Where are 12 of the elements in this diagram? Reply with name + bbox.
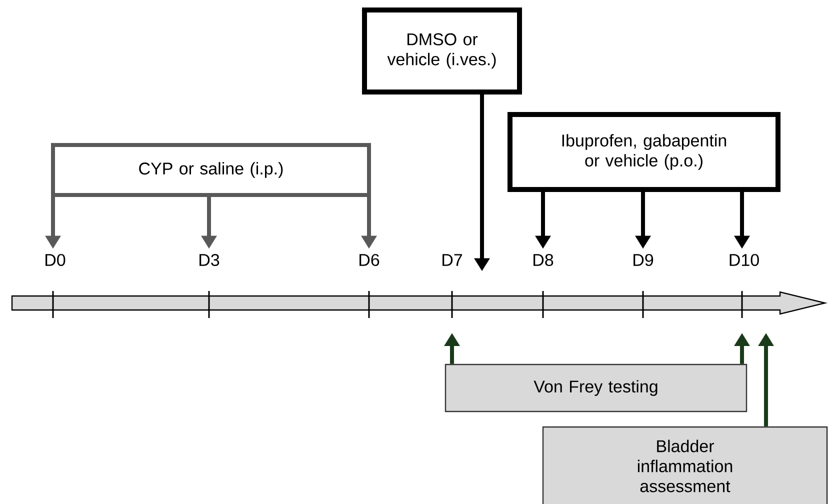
day-label: D0 <box>46 254 66 266</box>
treatment-box: DMSO or vehicle (i.ves.) <box>362 8 522 94</box>
day-label: D7 <box>442 254 462 266</box>
day-label: D8 <box>534 254 554 266</box>
measurement-box: Bladder inflammation assessment <box>542 426 828 504</box>
measurement-box: Von Frey testing <box>444 364 748 412</box>
treatment-box: CYP or saline (i.p.) <box>51 143 371 197</box>
day-label: D6 <box>360 254 380 266</box>
day-label: D9 <box>634 254 654 266</box>
day-label: D10 <box>730 254 759 266</box>
day-label: D3 <box>200 254 220 266</box>
treatment-box: Ibuprofen, gabapentin or vehicle (p.o.) <box>508 112 780 192</box>
